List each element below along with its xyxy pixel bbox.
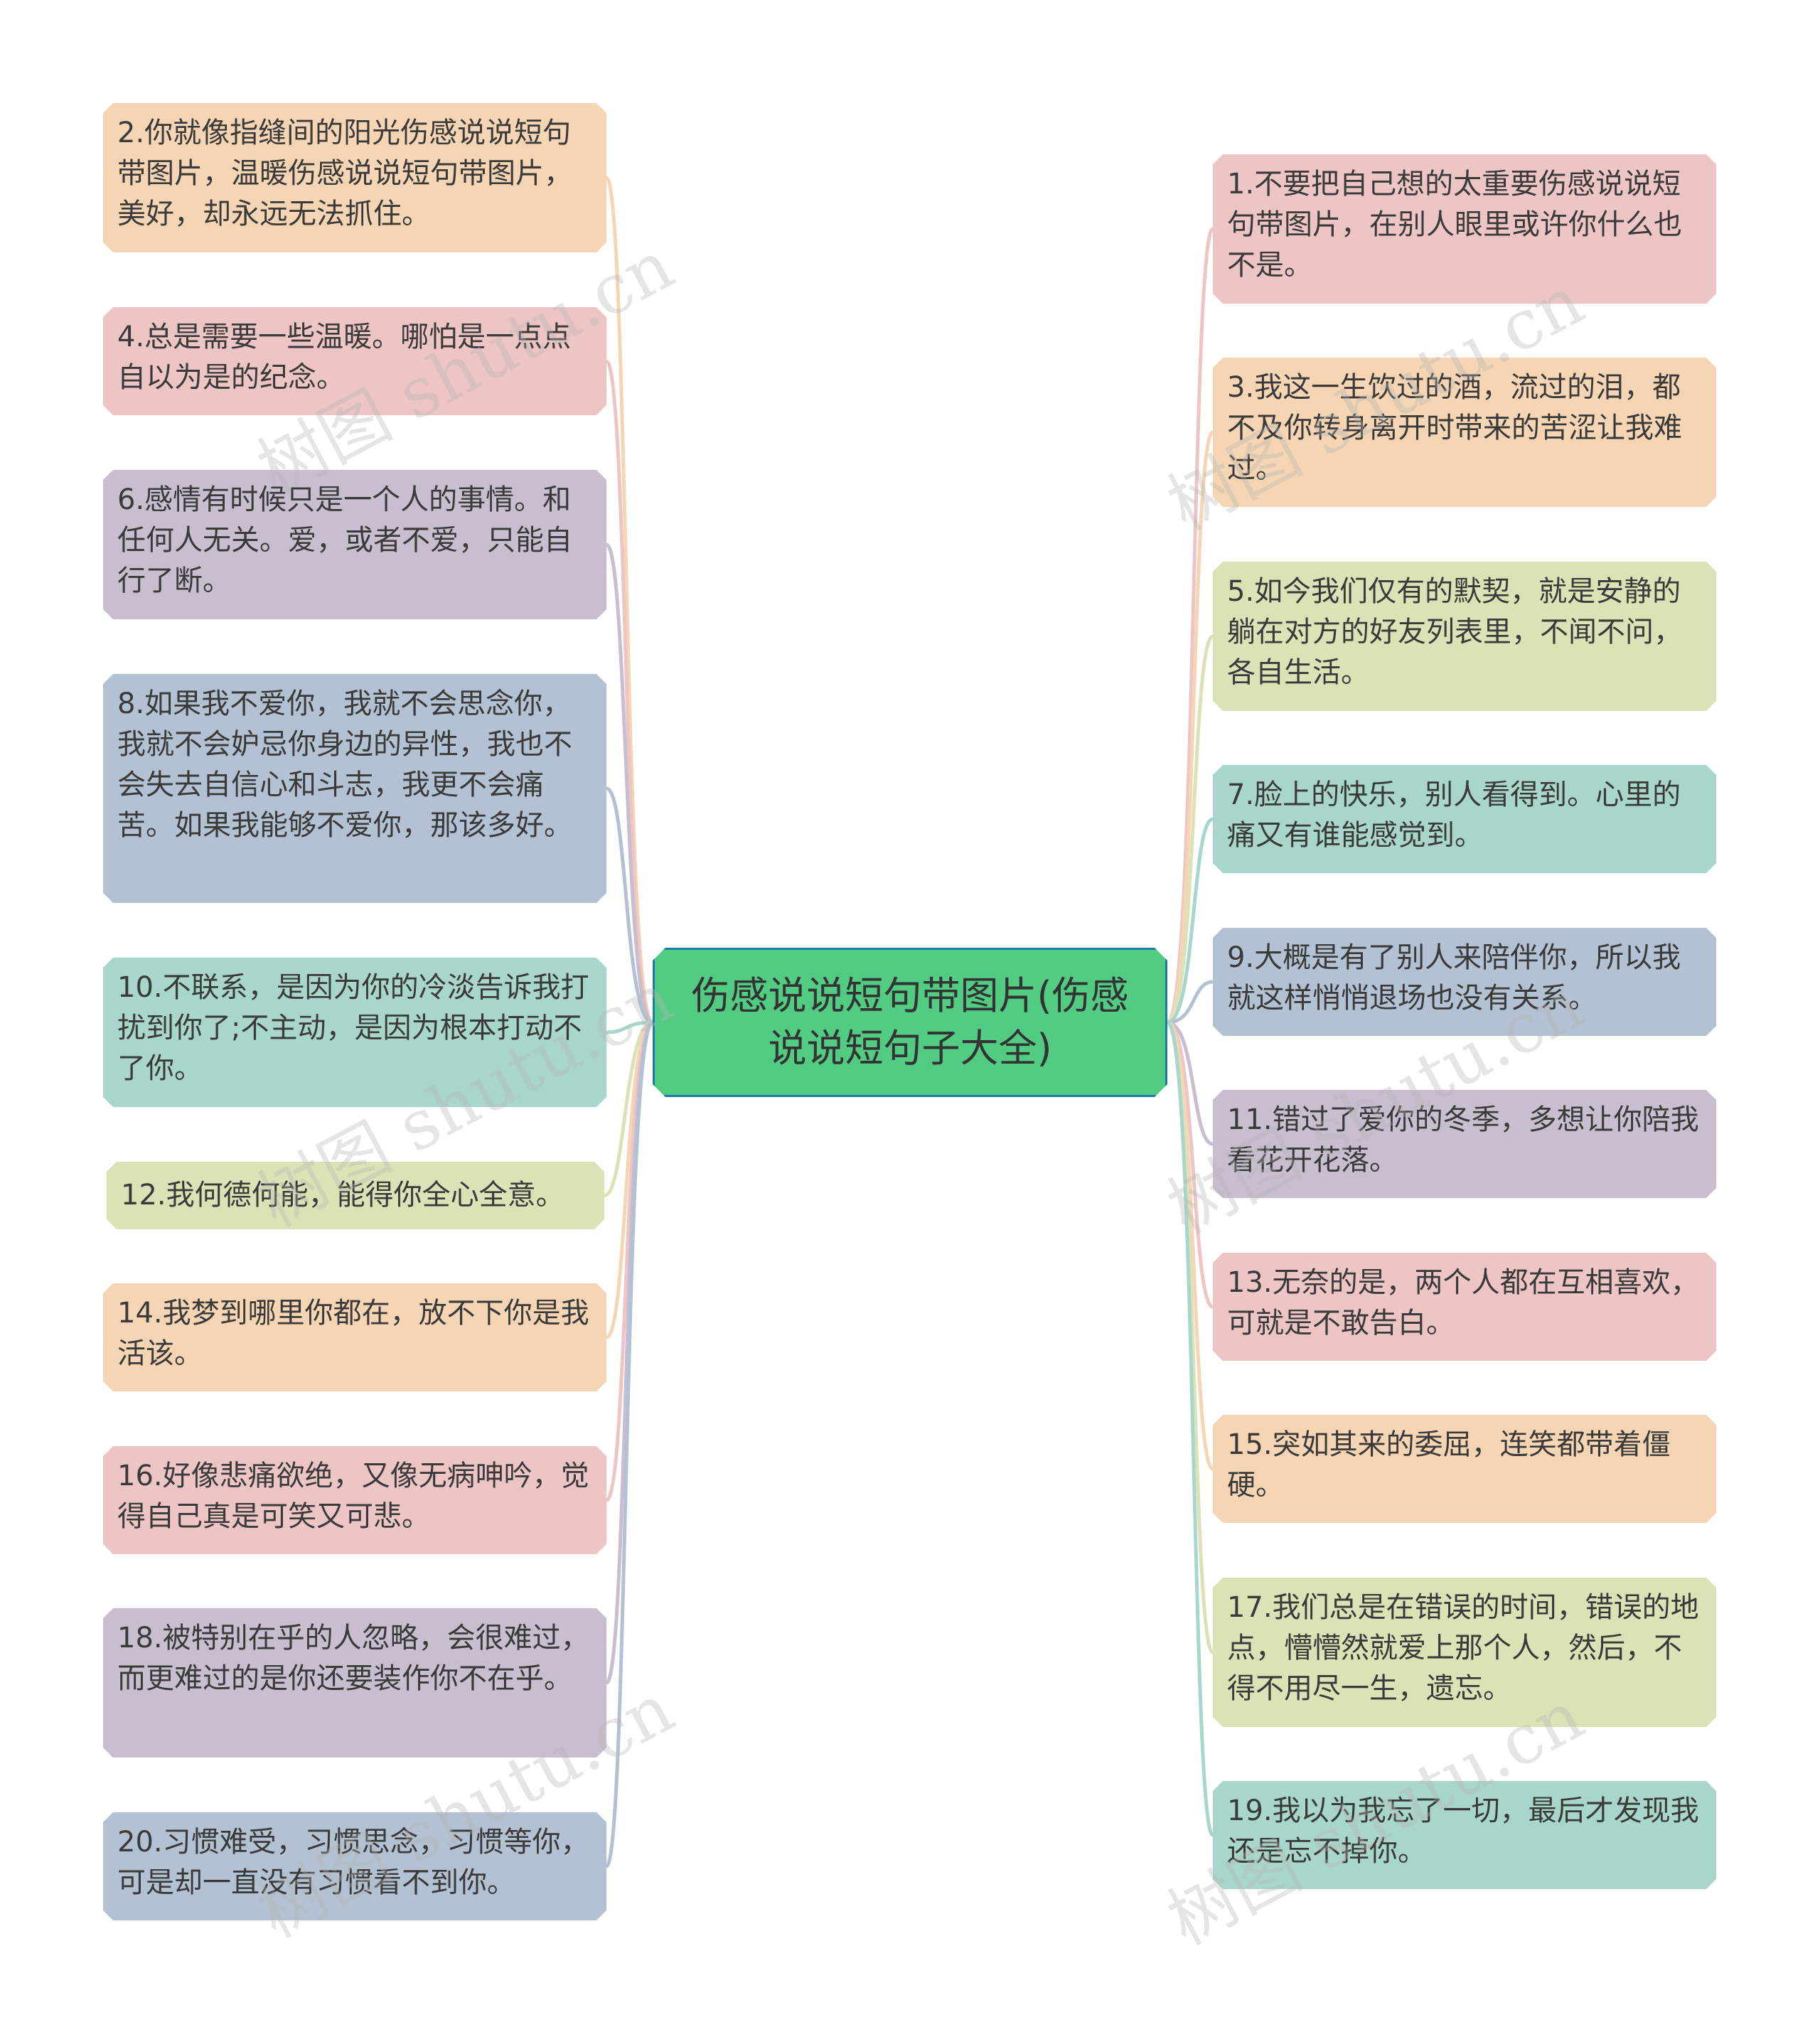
branch-node-text: 13.无奈的是，两个人都在互相喜欢，可就是不敢告白。	[1227, 1266, 1699, 1339]
branch-node-text: 12.我何德何能，能得你全心全意。	[121, 1179, 564, 1212]
right-connector-1	[1165, 227, 1215, 1025]
branch-node-text: 19.我以为我忘了一切，最后才发现我还是忘不掉你。	[1227, 1795, 1699, 1868]
left-connector-4	[605, 786, 653, 1025]
branch-node-text: 10.不联系，是因为你的冷淡告诉我打扰到你了;不主动，是因为根本打动不了你。	[117, 971, 589, 1085]
branch-node-text: 1.不要把自己想的太重要伤感说说短句带图片，在别人眼里或许你什么也不是。	[1227, 168, 1682, 282]
branch-node-text: 18.被特别在乎的人忽略，会很难过，而更难过的是你还要装作你不在乎。	[117, 1622, 589, 1695]
right-branch-node-4[interactable]: 7.脸上的快乐，别人看得到。心里的痛又有谁能感觉到。	[1213, 765, 1716, 873]
right-connector-7	[1167, 1020, 1214, 1309]
right-connector-4	[1167, 817, 1214, 1025]
left-branch-node-6[interactable]: 12.我何德何能，能得你全心全意。	[107, 1162, 604, 1229]
left-branch-node-2[interactable]: 4.总是需要一些温暖。哪怕是一点点自以为是的纪念。	[103, 307, 606, 415]
right-branch-node-2[interactable]: 3.我这一生饮过的酒，流过的泪，都不及你转身离开时带来的苦涩让我难过。	[1213, 358, 1716, 507]
right-branch-node-3[interactable]: 5.如今我们仅有的默契，就是安静的躺在对方的好友列表里，不闻不问，各自生活。	[1213, 562, 1716, 711]
branch-node-text: 17.我们总是在错误的时间，错误的地点，懵懵然就爱上那个人，然后，不得不用尽一生…	[1227, 1591, 1699, 1705]
left-branch-node-8[interactable]: 16.好像悲痛欲绝，又像无病呻吟，觉得自己真是可笑又可悲。	[103, 1446, 606, 1554]
branch-node-text: 2.你就像指缝间的阳光伤感说说短句带图片，温暖伤感说说短句带图片，美好，却永远无…	[117, 117, 572, 230]
left-branch-node-7[interactable]: 14.我梦到哪里你都在，放不下你是我活该。	[103, 1283, 606, 1391]
right-connector-6	[1167, 1020, 1214, 1146]
right-branch-node-8[interactable]: 15.突如其来的委屈，连笑都带着僵硬。	[1213, 1415, 1716, 1523]
right-branch-node-7[interactable]: 13.无奈的是，两个人都在互相喜欢，可就是不敢告白。	[1213, 1253, 1716, 1361]
branch-node-text: 15.突如其来的委屈，连笑都带着僵硬。	[1227, 1428, 1671, 1502]
right-branch-node-5[interactable]: 9.大概是有了别人来陪伴你，所以我就这样悄悄退场也没有关系。	[1213, 928, 1716, 1036]
branch-node-text: 6.感情有时候只是一个人的事情。和任何人无关。爱，或者不爱，只能自行了断。	[117, 483, 572, 597]
right-connector-10	[1165, 1020, 1215, 1837]
left-branch-node-5[interactable]: 10.不联系，是因为你的冷淡告诉我打扰到你了;不主动，是因为根本打动不了你。	[103, 958, 606, 1107]
branch-node-text: 3.我这一生饮过的酒，流过的泪，都不及你转身离开时带来的苦涩让我难过。	[1227, 371, 1682, 485]
branch-node-text: 5.如今我们仅有的默契，就是安静的躺在对方的好友列表里，不闻不问，各自生活。	[1227, 575, 1682, 689]
root-node-label: 伤感说说短句带图片(伤感说说短句子大全)	[691, 973, 1129, 1071]
left-branch-node-3[interactable]: 6.感情有时候只是一个人的事情。和任何人无关。爱，或者不爱，只能自行了断。	[103, 470, 606, 619]
right-connector-3	[1166, 634, 1214, 1025]
branch-node-text: 9.大概是有了别人来陪伴你，所以我就这样悄悄退场也没有关系。	[1227, 941, 1681, 1015]
left-connector-1	[604, 176, 655, 1025]
right-branch-node-10[interactable]: 19.我以为我忘了一切，最后才发现我还是忘不掉你。	[1213, 1781, 1716, 1889]
left-connector-5	[606, 1020, 653, 1034]
branch-node-text: 4.总是需要一些温暖。哪怕是一点点自以为是的纪念。	[117, 321, 572, 394]
left-branch-node-10[interactable]: 20.习惯难受，习惯思念，习惯等你，可是却一直没有习惯看不到你。	[103, 1812, 606, 1920]
right-connector-5	[1167, 980, 1214, 1025]
root-node[interactable]: 伤感说说短句带图片(伤感说说短句子大全)	[653, 948, 1167, 1097]
branch-node-text: 16.好像悲痛欲绝，又像无病呻吟，觉得自己真是可笑又可悲。	[117, 1460, 589, 1533]
branch-node-text: 20.习惯难受，习惯思念，习惯等你，可是却一直没有习惯看不到你。	[117, 1826, 589, 1899]
left-branch-node-4[interactable]: 8.如果我不爱你，我就不会思念你，我就不会妒忌你身边的异性，我也不会失去自信心和…	[103, 674, 606, 903]
branch-node-text: 11.错过了爱你的冬季，多想让你陪我看花开花落。	[1227, 1103, 1699, 1177]
left-connector-6	[604, 1020, 653, 1197]
right-branch-node-9[interactable]: 17.我们总是在错误的时间，错误的地点，懵懵然就爱上那个人，然后，不得不用尽一生…	[1213, 1578, 1716, 1727]
right-connector-2	[1166, 430, 1215, 1025]
right-branch-node-6[interactable]: 11.错过了爱你的冬季，多想让你陪我看花开花落。	[1213, 1090, 1716, 1198]
left-branch-node-9[interactable]: 18.被特别在乎的人忽略，会很难过，而更难过的是你还要装作你不在乎。	[103, 1608, 606, 1758]
branch-node-text: 7.脸上的快乐，别人看得到。心里的痛又有谁能感觉到。	[1227, 779, 1681, 852]
left-connector-10	[604, 1020, 655, 1868]
branch-node-text: 8.如果我不爱你，我就不会思念你，我就不会妒忌你身边的异性，我也不会失去自信心和…	[117, 688, 572, 842]
left-branch-node-1[interactable]: 2.你就像指缝间的阳光伤感说说短句带图片，温暖伤感说说短句带图片，美好，却永远无…	[103, 103, 606, 252]
left-connector-3	[604, 542, 654, 1025]
branch-node-text: 14.我梦到哪里你都在，放不下你是我活该。	[117, 1297, 589, 1370]
right-branch-node-1[interactable]: 1.不要把自己想的太重要伤感说说短句带图片，在别人眼里或许你什么也不是。	[1213, 154, 1716, 304]
